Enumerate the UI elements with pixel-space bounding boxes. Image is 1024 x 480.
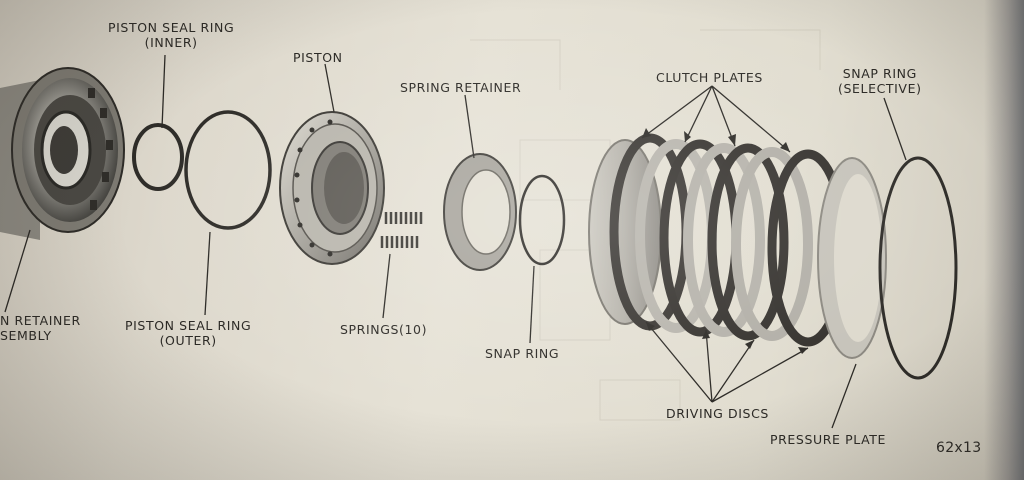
label-piston-seal-ring-inner: PISTON SEAL RING (INNER): [108, 20, 234, 50]
leader-lines: [4, 54, 907, 429]
label-line: PISTON SEAL RING: [125, 318, 252, 333]
label-line: (OUTER): [159, 333, 217, 348]
figure-number: 62x13: [936, 440, 982, 456]
spring-retainer: [443, 153, 517, 271]
label-snap-ring: SNAP RING: [485, 346, 560, 361]
label-piston: PISTON: [293, 50, 343, 65]
label-line: PISTON SEAL RING: [108, 20, 235, 35]
label-driving-discs: DRIVING DISCS: [666, 406, 769, 421]
label-pressure-plate: PRESSURE PLATE: [770, 432, 886, 447]
springs: [380, 212, 423, 248]
page-edge: [984, 0, 1024, 480]
label-retainer-assembly: N RETAINER SEMBLY: [0, 313, 81, 343]
label-line: SNAP RING: [842, 66, 917, 81]
label-snap-ring-selective: SNAP RING (SELECTIVE): [838, 66, 922, 96]
background-schematic: [470, 29, 821, 421]
piston-retainer-assembly: [0, 67, 125, 240]
label-spring-retainer: SPRING RETAINER: [400, 80, 522, 95]
label-piston-seal-ring-outer: PISTON SEAL RING (OUTER): [125, 318, 251, 348]
snap-ring: [518, 174, 566, 266]
label-line: (SELECTIVE): [838, 81, 922, 96]
piston: [279, 111, 385, 265]
arrowheads: [642, 128, 808, 354]
label-line: SEMBLY: [0, 328, 52, 343]
piston-seal-ring-outer: [184, 110, 272, 230]
label-line: N RETAINER: [0, 313, 81, 328]
clutch-pack: [588, 133, 887, 359]
label-springs: SPRINGS(10): [340, 322, 428, 337]
label-clutch-plates: CLUTCH PLATES: [656, 70, 763, 85]
piston-seal-ring-inner: [132, 123, 184, 191]
snap-ring-selective: [878, 156, 958, 380]
label-line: (INNER): [144, 35, 198, 50]
